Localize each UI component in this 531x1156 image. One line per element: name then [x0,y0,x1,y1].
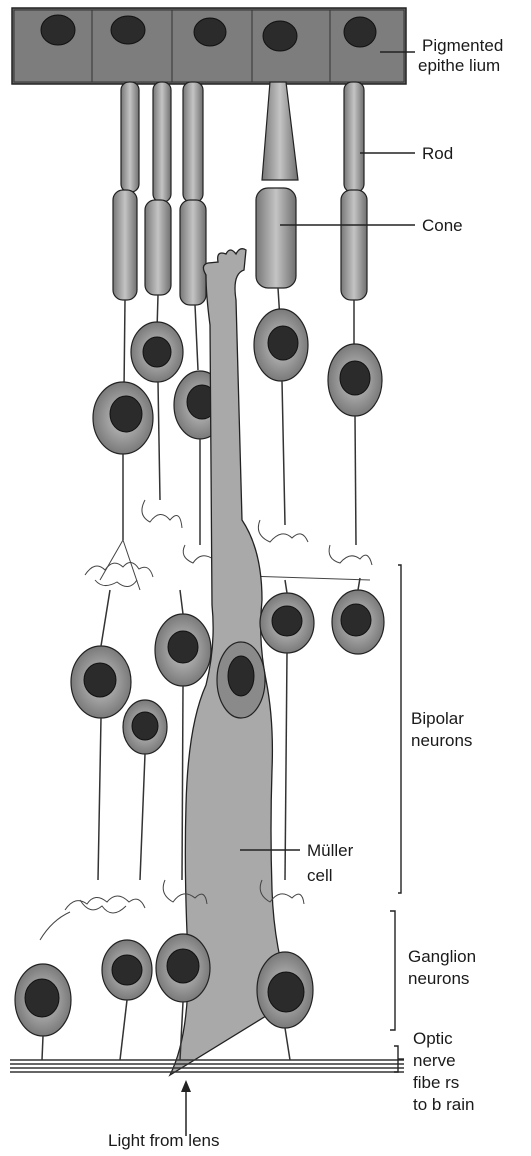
label-optic-3: fibe rs [413,1073,459,1092]
optic-nerve-fibers [10,1060,404,1072]
label-bipolar-1: Bipolar [411,709,464,728]
pigmented-epithelium [12,8,406,84]
label-bipolar-2: neurons [411,731,472,750]
label-pigmented-1: Pigmented [422,36,503,55]
label-ganglion-2: neurons [408,969,469,988]
label-optic-2: nerve [413,1051,456,1070]
label-optic-4: to b rain [413,1095,474,1114]
label-cone: Cone [422,216,463,235]
label-optic-1: Optic [413,1029,453,1048]
label-muller-2: cell [307,866,333,885]
label-muller-1: Müller [307,841,354,860]
label-ganglion-1: Ganglion [408,947,476,966]
light-arrow [181,1080,191,1136]
label-light: Light from lens [108,1131,220,1150]
label-rod: Rod [422,144,453,163]
label-pigmented-2: epithe lium [418,56,500,75]
